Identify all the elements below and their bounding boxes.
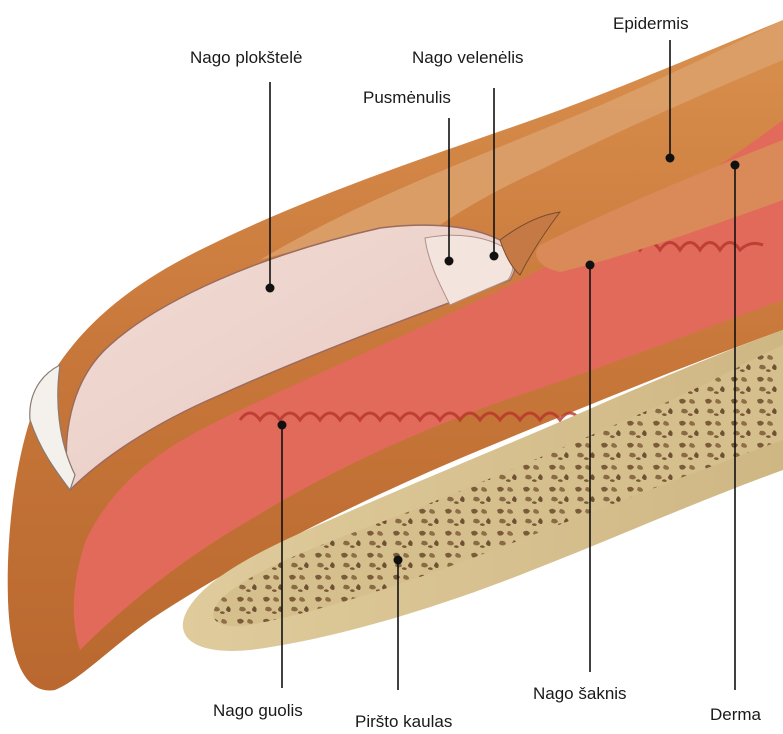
label-lunula: Pusmėnulis [363,88,451,107]
pin-dermis [731,161,740,170]
pin-nail-fold [490,252,499,261]
pin-nail-bed [278,421,287,430]
label-nail-root: Nago šaknis [533,684,627,703]
pin-finger-bone [394,556,403,565]
pin-epidermis [666,154,675,163]
label-nail-bed: Nago guolis [213,701,303,720]
label-nail-fold: Nago velenėlis [412,48,524,67]
pin-nail-plate [266,284,275,293]
label-nail-plate: Nago plokštelė [190,48,302,67]
label-finger-bone: Piršto kaulas [355,712,452,731]
pin-nail-root [586,261,595,270]
label-epidermis: Epidermis [613,14,689,33]
pin-lunula [445,257,454,266]
label-dermis: Derma [710,705,762,724]
